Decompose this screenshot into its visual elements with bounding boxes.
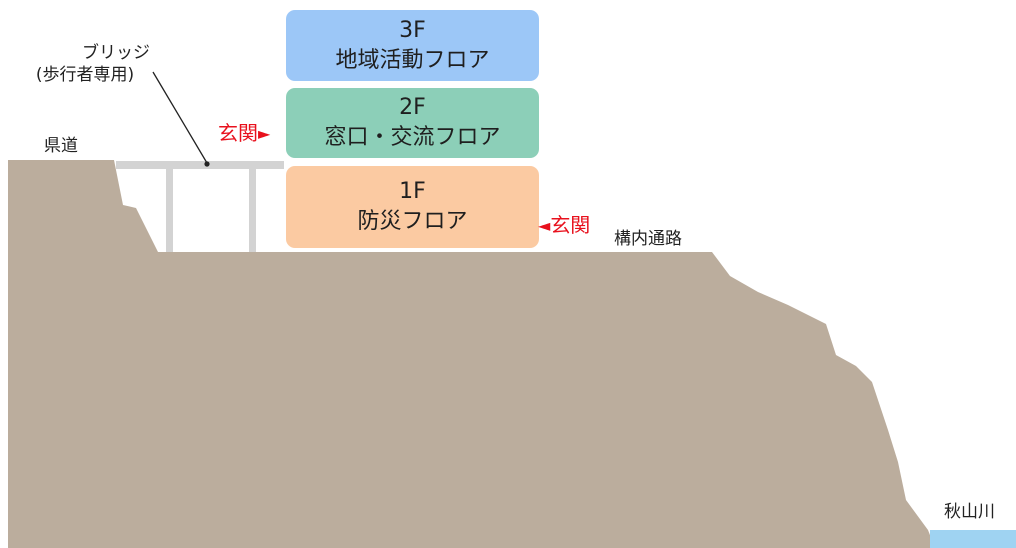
bridge-support-right <box>249 169 256 252</box>
bridge-label-line1: ブリッジ <box>82 43 150 63</box>
bridge-label: ブリッジ (歩行者専用) <box>36 42 150 86</box>
floor-2f-name: 窓口・交流フロア <box>324 125 501 150</box>
entrance-2f-text: 玄関 <box>218 121 258 145</box>
bridge-deck <box>116 161 284 169</box>
floor-2f-level: 2F <box>399 95 426 120</box>
entrance-1f-text: 玄関 <box>550 213 591 237</box>
river-label: 秋山川 <box>944 502 995 522</box>
bridge-label-line2: (歩行者専用) <box>35 65 135 85</box>
internal-path-label: 構内通路 <box>614 229 682 249</box>
entrance-1f-label: ◄玄関 <box>538 209 590 238</box>
floor-1f-name: 防災フロア <box>357 209 468 234</box>
bridge-leader-dot <box>204 161 210 167</box>
floor-3f-level: 3F <box>399 17 426 43</box>
floor-1f-level: 1F <box>399 179 426 204</box>
bridge-support-left <box>166 169 173 252</box>
entrance-arrow-left-icon: ◄ <box>538 216 551 235</box>
floor-2f-block: 2F 窓口・交流フロア <box>286 88 539 158</box>
entrance-arrow-right-icon: ► <box>258 124 271 143</box>
river-water <box>930 530 1016 548</box>
floor-3f-block: 3F 地域活動フロア <box>286 10 539 81</box>
bridge-leader-line <box>152 71 208 164</box>
prefectural-road-label: 県道 <box>44 136 78 156</box>
floor-3f-name: 地域活動フロア <box>335 47 490 73</box>
floor-1f-block: 1F 防災フロア <box>286 166 539 248</box>
ground-terrain <box>8 160 935 548</box>
entrance-2f-label: 玄関► <box>218 117 270 146</box>
